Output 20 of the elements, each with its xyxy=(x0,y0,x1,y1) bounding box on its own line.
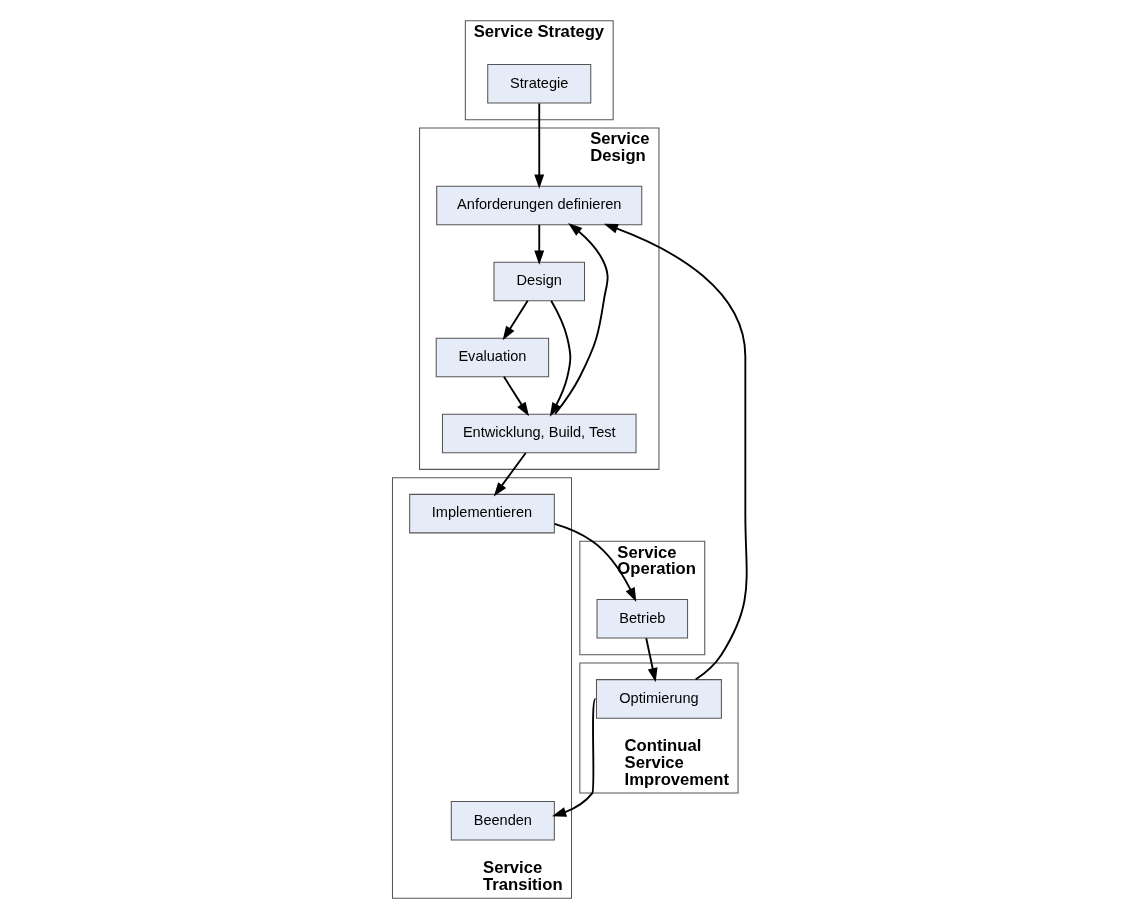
node-box: Implementieren xyxy=(408,493,555,534)
node-box: Evaluation xyxy=(435,337,549,378)
node-box: Strategie xyxy=(486,64,591,104)
arrow xyxy=(533,102,544,189)
node-box: Anforderungen definieren xyxy=(435,185,642,226)
arrow xyxy=(493,452,527,497)
arrow xyxy=(553,522,636,602)
arrow xyxy=(502,375,529,417)
arrow xyxy=(502,299,529,341)
node-box: Beenden xyxy=(450,800,555,841)
node-box: Entwicklung, Build, Test xyxy=(441,413,637,454)
arrow xyxy=(603,223,748,681)
arrow xyxy=(549,299,571,417)
node-box: Design xyxy=(492,261,585,302)
node-box: Optimierung xyxy=(595,679,722,719)
arrow xyxy=(553,223,609,415)
node-box: Betrieb xyxy=(596,598,688,639)
arrow xyxy=(644,637,657,683)
arrow xyxy=(551,697,596,817)
arrow xyxy=(533,223,544,265)
